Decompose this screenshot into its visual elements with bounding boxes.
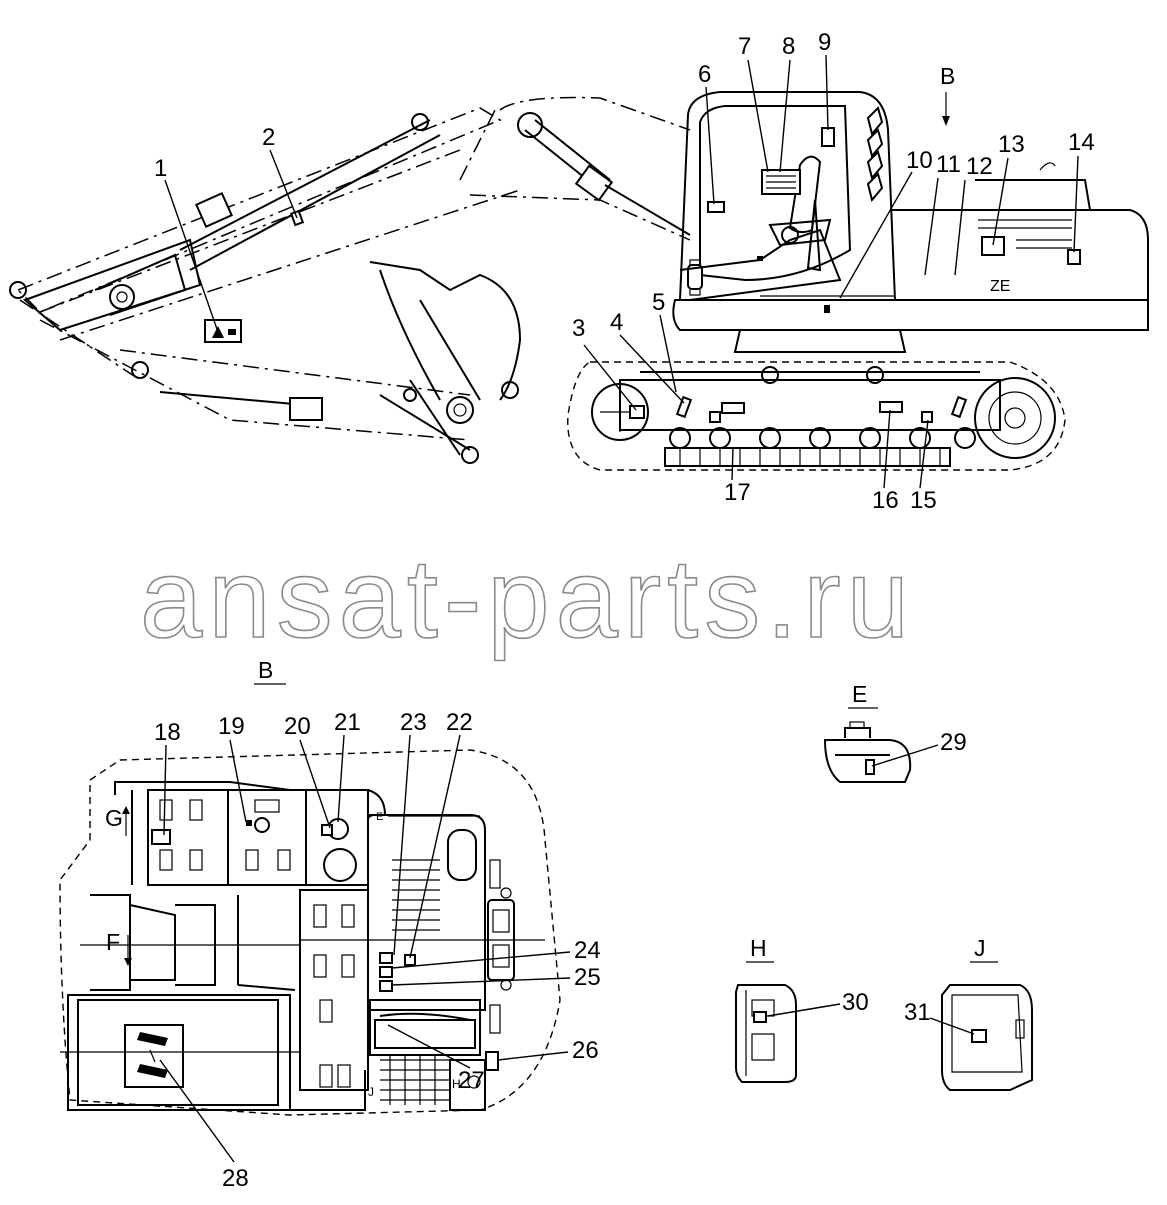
view-g-marker: G <box>105 805 123 831</box>
callout-9: 9 <box>818 29 831 56</box>
callout-30: 30 <box>842 989 869 1016</box>
callout-29: 29 <box>940 729 967 756</box>
view-j-title: J <box>974 935 986 961</box>
view-b-arrow-label: B <box>940 63 955 89</box>
view-b-arrow-head <box>942 116 950 126</box>
callout-19: 19 <box>218 713 245 740</box>
callout-14: 14 <box>1068 129 1095 156</box>
top-leader-lines <box>164 54 1079 489</box>
view-f-marker: F <box>106 929 120 955</box>
hood-grille-upper <box>392 859 440 931</box>
callout-25: 25 <box>574 964 601 991</box>
top-callouts: 1 2 3 4 5 6 7 8 9 10 11 12 13 14 15 16 1… <box>154 29 1095 514</box>
callout-1: 1 <box>154 155 167 182</box>
view-e-marker: E <box>376 811 383 823</box>
view-h: H 30 <box>735 935 869 1083</box>
callout-4: 4 <box>610 309 623 336</box>
callout-6: 6 <box>698 61 711 88</box>
lower-grille <box>380 1055 450 1105</box>
callout-3: 3 <box>572 315 585 342</box>
bottom-leader-lines <box>159 734 571 1163</box>
callout-21: 21 <box>334 709 361 736</box>
view-h-marker: H <box>452 1077 461 1091</box>
callout-8: 8 <box>782 33 795 60</box>
view-e: E 29 <box>823 681 967 783</box>
view-j-marker: J <box>368 1085 374 1099</box>
callout-7: 7 <box>738 33 751 60</box>
view-h-title: H <box>750 935 767 961</box>
callout-24: 24 <box>574 937 601 964</box>
callout-26: 26 <box>572 1037 599 1064</box>
callout-22: 22 <box>446 709 473 736</box>
callout-18: 18 <box>154 719 181 746</box>
callout-27: 27 <box>458 1067 485 1094</box>
cab <box>678 91 897 301</box>
ze-mark: ZE <box>990 278 1010 295</box>
callout-13: 13 <box>998 131 1025 158</box>
excavator-side-view: B ZE 1 2 3 4 5 <box>9 29 1149 514</box>
callout-16: 16 <box>872 487 899 514</box>
callout-15: 15 <box>910 487 937 514</box>
callout-11: 11 <box>936 151 961 178</box>
callout-5: 5 <box>652 289 665 316</box>
view-j: J 31 <box>904 935 1033 1091</box>
view-e-title: E <box>852 681 867 707</box>
callout-28: 28 <box>222 1165 249 1192</box>
upper-structure <box>672 162 1149 353</box>
callout-23: 23 <box>400 709 427 736</box>
callout-17: 17 <box>724 479 751 506</box>
view-b-plan: B E <box>59 657 601 1192</box>
front-attachment <box>9 96 691 464</box>
callout-31: 31 <box>904 999 931 1026</box>
callout-10: 10 <box>906 147 933 174</box>
callout-12: 12 <box>966 153 993 180</box>
watermark: ansat-parts.ru <box>140 536 915 661</box>
track-links <box>679 448 941 466</box>
bottom-callouts: 18 19 20 21 22 23 24 25 26 27 28 <box>154 709 601 1192</box>
view-b-title: B <box>258 657 273 683</box>
louvers <box>978 219 1072 249</box>
callout-20: 20 <box>284 713 311 740</box>
undercarriage <box>567 361 1066 471</box>
callout-2: 2 <box>262 124 275 151</box>
